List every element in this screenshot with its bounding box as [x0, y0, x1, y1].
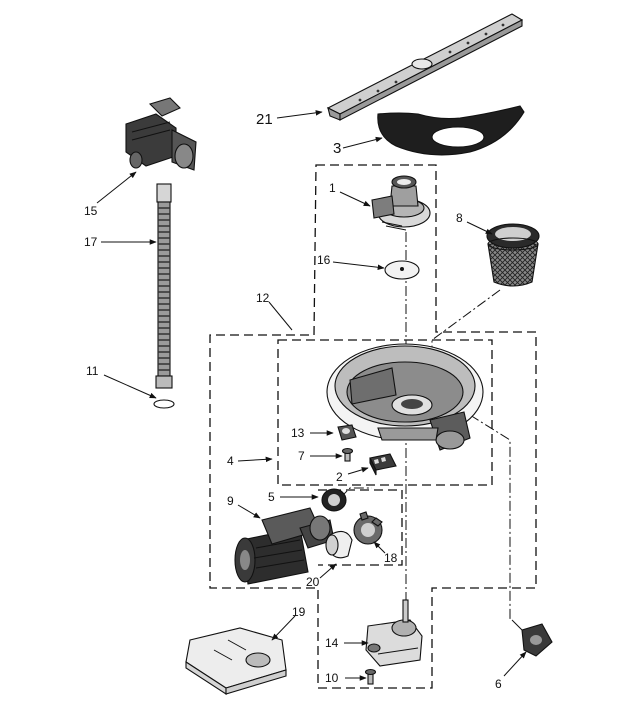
callout-17: 17 [84, 235, 98, 249]
callout-8: 8 [456, 211, 463, 225]
assembly-outline-4 [277, 339, 493, 486]
housing-part-1 [371, 175, 431, 231]
callout-13: 13 [291, 426, 305, 440]
callout-14: 14 [325, 636, 339, 650]
callout-1: 1 [329, 181, 336, 195]
pump-motor-part-9 [234, 507, 335, 585]
callout-labels: 21 3 1 8 16 12 15 17 11 13 7 4 2 5 9 18 … [84, 111, 502, 691]
callout-2: 2 [336, 470, 343, 484]
hose-part-17 [155, 183, 173, 389]
callout-10: 10 [325, 671, 339, 685]
spray-arm-part-21 [326, 13, 524, 121]
assembly-outline-12 [209, 164, 537, 689]
callout-11: 11 [86, 364, 99, 378]
assembly-outline-20 [318, 489, 403, 566]
callout-16: 16 [317, 253, 331, 267]
seal-part-5 [321, 488, 347, 512]
inlet-valve-part-15 [125, 97, 197, 171]
callout-3: 3 [333, 140, 341, 157]
drain-pump-part-14 [365, 599, 423, 667]
leader-lines [96, 110, 527, 681]
callout-7: 7 [298, 449, 305, 463]
clamp-part-11 [153, 399, 175, 409]
screw-part-7 [341, 447, 354, 462]
elbow-part-20 [325, 530, 353, 559]
callout-15: 15 [84, 204, 98, 218]
sensor-part-6 [511, 619, 553, 657]
cap-part-18 [353, 511, 383, 545]
disc-part-16 [384, 260, 420, 280]
tray-part-19 [185, 627, 287, 696]
callout-6: 6 [495, 677, 502, 691]
callout-19: 19 [292, 605, 306, 619]
shield-part-3 [377, 105, 525, 156]
filter-part-8 [486, 223, 540, 287]
callout-21: 21 [256, 111, 273, 128]
clip-part-13 [337, 424, 357, 441]
callout-4: 4 [227, 454, 234, 468]
callout-18: 18 [384, 551, 398, 565]
callout-5: 5 [268, 490, 275, 504]
callout-12: 12 [256, 291, 270, 305]
connector-part-2 [369, 453, 397, 476]
screw-part-10 [364, 668, 377, 685]
callout-20: 20 [306, 575, 320, 589]
sump-base-part-4 [326, 343, 484, 451]
callout-9: 9 [227, 494, 234, 508]
